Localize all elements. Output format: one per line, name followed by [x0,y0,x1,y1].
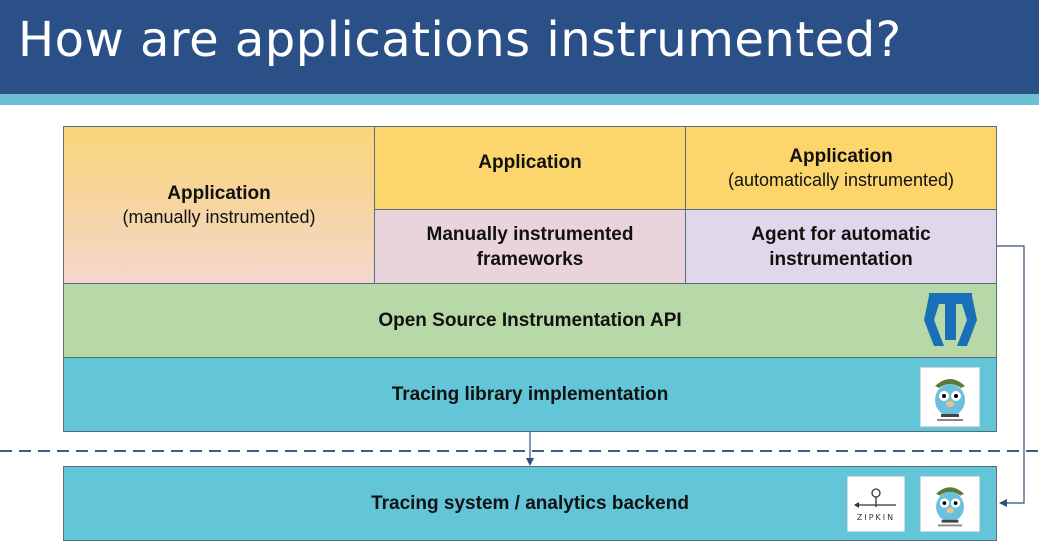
zipkin-text: ZIPKIN [856,513,896,522]
backend-box: Tracing system / analytics backend [63,466,997,541]
application-manual-title: Application [167,183,271,204]
agent-line1: Agent for automatic [751,223,931,245]
title-bar: How are applications instrumented? [0,0,1039,94]
application-auto-title: Application [789,146,893,167]
title-stripe [0,94,1039,105]
application-manual-box: Application (manually instrumented) [63,126,375,284]
jaeger-gopher-icon [920,367,980,427]
instrumentation-api-box: Open Source Instrumentation API [63,283,997,358]
application-frameworks-title: Application [478,151,582,173]
manual-frameworks-box: Manually instrumented frameworks [374,209,686,284]
agent-to-backend-arrow [997,245,1025,507]
backend-label: Tracing system / analytics backend [371,493,689,514]
jaeger-gopher-backend-icon [920,476,980,532]
application-manual-subtitle: (manually instrumented) [122,207,316,227]
application-auto-box: Application (automatically instrumented) [685,126,997,210]
zipkin-logo-icon: ZIPKIN [847,476,905,532]
tracing-library-label: Tracing library implementation [391,384,669,405]
frameworks-line2: frameworks [476,248,584,270]
agent-box: Agent for automatic instrumentation [685,209,997,284]
slide-title: How are applications instrumented? [18,12,902,68]
frameworks-line1: Manually instrumented [426,223,634,245]
tracing-library-box: Tracing library implementation [63,357,997,432]
application-frameworks-box: Application [374,126,686,210]
api-label: Open Source Instrumentation API [378,310,682,331]
agent-line2: instrumentation [769,248,913,270]
application-auto-subtitle: (automatically instrumented) [727,170,955,190]
library-to-backend-arrow [526,432,534,466]
